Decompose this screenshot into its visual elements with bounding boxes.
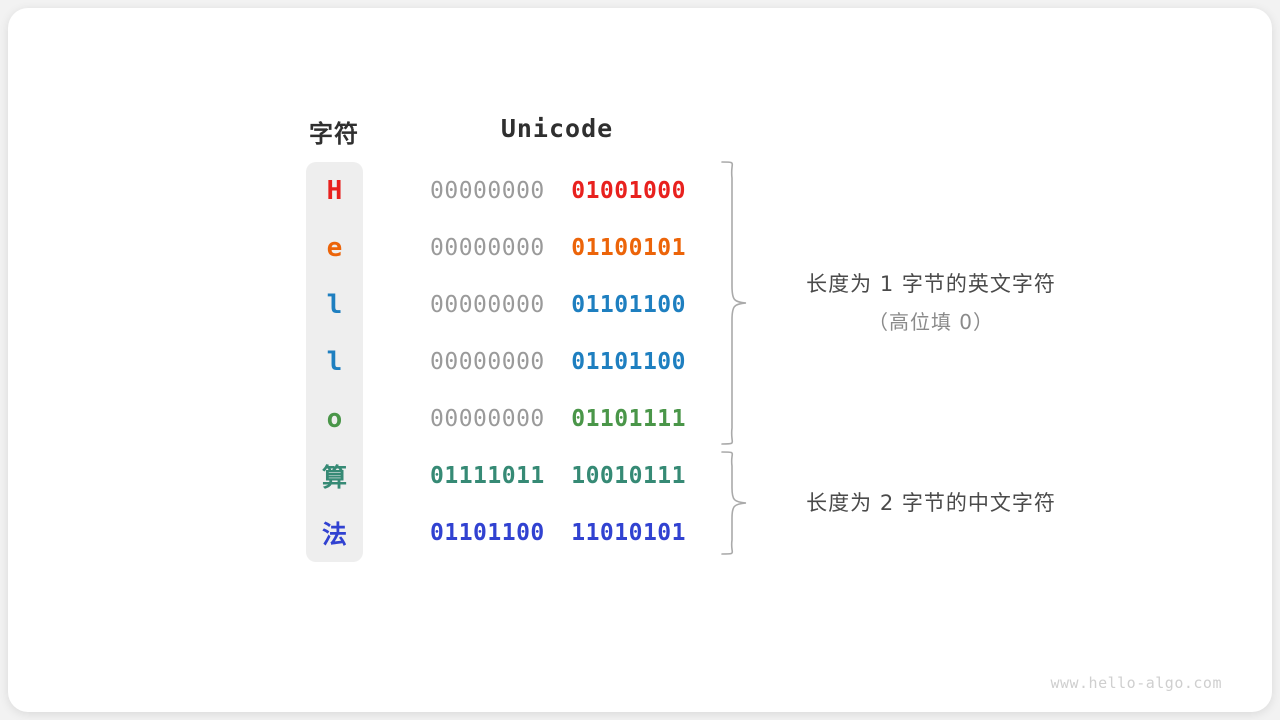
unicode-binary-row: 00000000 01101111 <box>430 404 686 434</box>
byte-low: 01101111 <box>571 405 686 432</box>
character-cell: e <box>306 219 363 276</box>
character-cell: l <box>306 333 363 390</box>
character-cell: H <box>306 162 363 219</box>
byte-low: 01101100 <box>571 291 686 318</box>
character-cell: o <box>306 390 363 447</box>
character-glyph: 算 <box>321 462 347 492</box>
unicode-binary-row: 00000000 01100101 <box>430 233 686 263</box>
byte-low: 11010101 <box>571 519 686 546</box>
unicode-binary-row: 00000000 01101100 <box>430 290 686 320</box>
character-cell: 法 <box>306 504 363 561</box>
character-column-block <box>306 162 363 562</box>
watermark: www.hello-algo.com <box>1050 674 1222 692</box>
byte-high: 00000000 <box>430 405 545 432</box>
character-glyph: o <box>326 403 343 434</box>
character-glyph: l <box>326 346 343 377</box>
unicode-binary-row: 01111011 10010111 <box>430 461 686 491</box>
figure-card <box>8 8 1272 712</box>
annotation-english-line2: （高位填 0） <box>867 310 995 334</box>
byte-low: 10010111 <box>571 462 686 489</box>
character-cell: l <box>306 276 363 333</box>
column-header-character: 字符 <box>309 120 359 148</box>
character-glyph: e <box>326 232 343 263</box>
unicode-binary-row: 01101100 11010101 <box>430 518 686 548</box>
column-header-unicode: Unicode <box>500 114 614 143</box>
annotation-chinese-line1: 长度为 2 字节的中文字符 <box>806 491 1056 515</box>
annotation-english: 长度为 1 字节的英文字符 （高位填 0） <box>786 268 1076 335</box>
byte-low: 01101100 <box>571 348 686 375</box>
annotation-chinese: 长度为 2 字节的中文字符 <box>786 487 1076 517</box>
unicode-binary-row: 00000000 01101100 <box>430 347 686 377</box>
byte-low: 01001000 <box>571 177 686 204</box>
character-glyph: 法 <box>321 519 347 549</box>
character-cell: 算 <box>306 447 363 504</box>
byte-high: 00000000 <box>430 291 545 318</box>
unicode-binary-row: 00000000 01001000 <box>430 176 686 206</box>
byte-low: 01100101 <box>571 234 686 261</box>
character-glyph: l <box>326 289 343 320</box>
byte-high: 00000000 <box>430 234 545 261</box>
character-glyph: H <box>326 175 343 206</box>
byte-high: 01101100 <box>430 519 545 546</box>
byte-high: 00000000 <box>430 177 545 204</box>
annotation-english-line1: 长度为 1 字节的英文字符 <box>806 272 1056 296</box>
byte-high: 01111011 <box>430 462 545 489</box>
byte-high: 00000000 <box>430 348 545 375</box>
